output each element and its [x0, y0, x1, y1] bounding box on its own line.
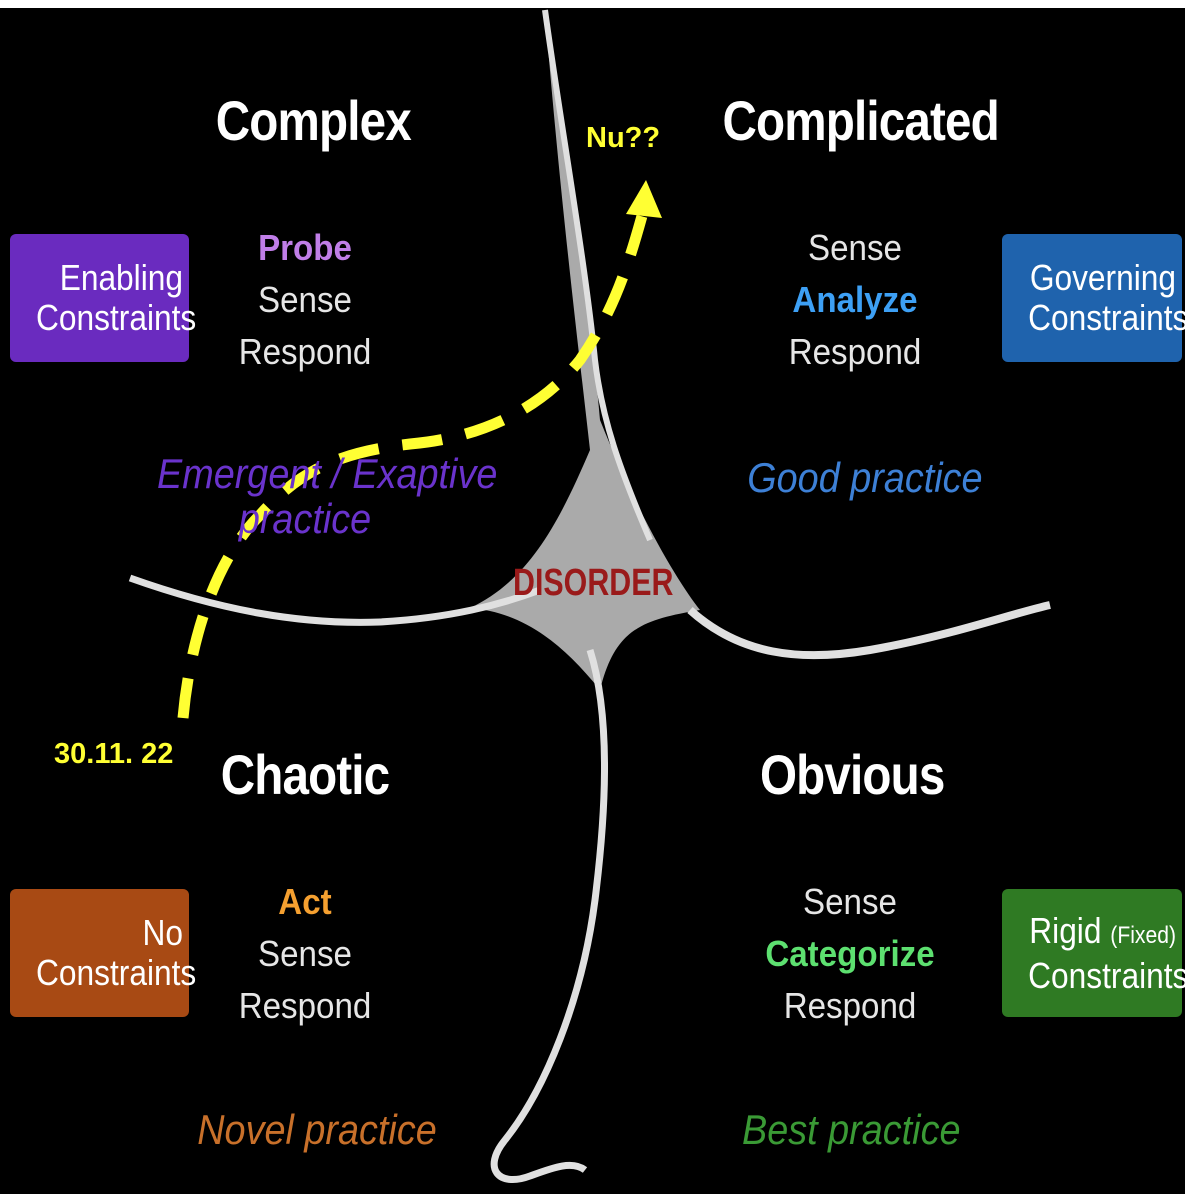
rigid-label: Rigid — [1029, 909, 1102, 951]
chaotic-title: Chaotic — [220, 743, 390, 806]
obvious-title: Obvious — [760, 743, 945, 806]
enabling-constraints-line1: Enabling — [59, 257, 183, 298]
enabling-constraints-box: Enabling Constraints — [10, 234, 197, 362]
no-constraints-line1: No — [142, 912, 183, 953]
complex-title: Complex — [215, 89, 412, 152]
no-constraints-line2: Constraints — [36, 952, 197, 993]
rigid-constraints-line2: Constraints — [1028, 954, 1185, 996]
complex-step-probe: Probe — [258, 227, 352, 268]
governing-constraints-line1: Governing — [1029, 257, 1176, 298]
governing-constraints-line2: Constraints — [1028, 297, 1185, 338]
complicated-step-sense: Sense — [808, 227, 902, 268]
complex-step-sense: Sense — [258, 279, 352, 320]
obvious-step-categorize: Categorize — [765, 933, 935, 974]
rigid-constraints-line1: Rigid (Fixed) — [1028, 909, 1176, 956]
lower-boundary-line — [490, 648, 608, 1184]
start-date-label: 30.11. 22 — [54, 738, 174, 770]
trajectory-dashed-arrow — [177, 203, 651, 719]
obvious-step-respond: Respond — [783, 985, 917, 1026]
obvious-step-sense: Sense — [803, 881, 897, 922]
chaotic-step-act: Act — [278, 881, 332, 922]
chaotic-step-respond: Respond — [238, 985, 372, 1026]
complicated-step-analyze: Analyze — [792, 279, 918, 320]
governing-constraints-box: Governing Constraints — [1002, 234, 1185, 362]
complicated-practice: Good practice — [747, 454, 983, 501]
complex-step-respond: Respond — [238, 331, 372, 372]
complex-practice-line2: practice — [238, 495, 372, 542]
credit-label: Snowden (2024) — [1028, 1158, 1168, 1179]
complex-practice-line1: Emergent / Exaptive — [157, 450, 498, 497]
fixed-label: (Fixed) — [1110, 921, 1176, 949]
no-constraints-box: No Constraints — [10, 889, 197, 1017]
chaotic-practice: Novel practice — [197, 1106, 437, 1153]
trajectory-arrowhead — [626, 180, 662, 218]
disorder-label: DISORDER — [513, 562, 674, 604]
end-question-label: Nu?? — [586, 122, 661, 154]
rigid-constraints-box: Rigid (Fixed) Constraints — [1002, 889, 1185, 1017]
complicated-title: Complicated — [722, 89, 1000, 152]
complicated-step-respond: Respond — [788, 331, 922, 372]
left-boundary-line — [128, 574, 542, 626]
chaotic-step-sense: Sense — [258, 933, 352, 974]
obvious-practice: Best practice — [742, 1106, 961, 1153]
enabling-constraints-line2: Constraints — [36, 297, 197, 338]
right-boundary-line — [687, 601, 1051, 660]
